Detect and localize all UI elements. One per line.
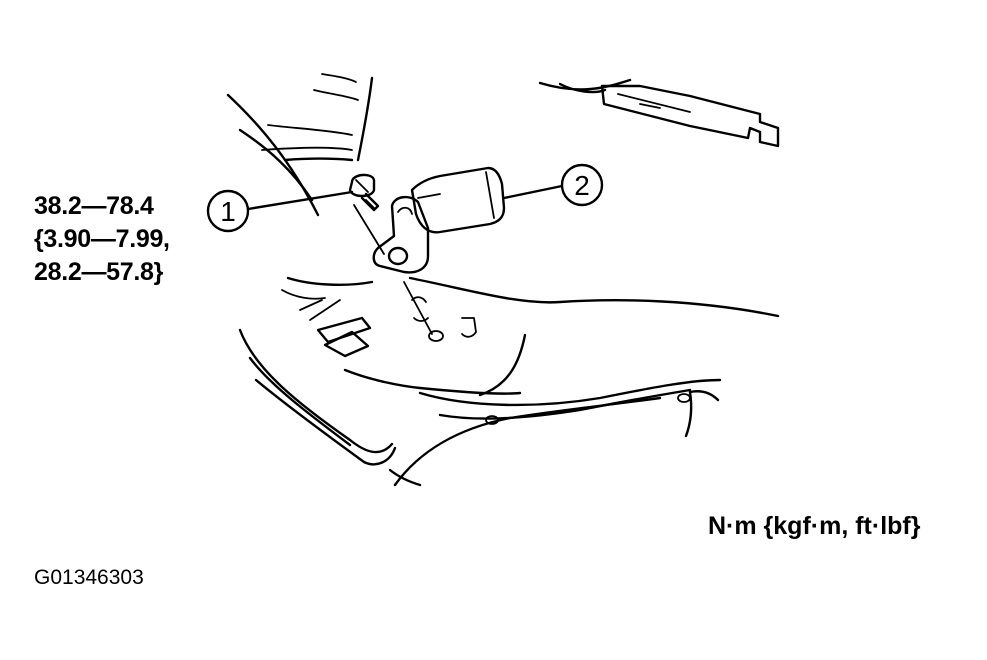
anchor-bolt [348, 173, 385, 255]
figure-id: G01346303 [34, 566, 144, 589]
callout-leaders [246, 184, 564, 211]
callout-2: 2 [560, 163, 604, 207]
callout-1-label: 1 [220, 196, 236, 227]
torque-ftlbf-value: 28.2—57.8} [34, 258, 164, 286]
torque-nm-value: 38.2—78.4 [34, 192, 154, 220]
callout-1: 1 [206, 189, 250, 233]
seat-belt-buckle [372, 166, 506, 274]
torque-specification: 38.2—78.4 {3.90—7.99, 28.2—57.8} [34, 190, 170, 289]
torque-units-label: N·m {kgf·m, ft·lbf} [708, 512, 921, 540]
callout-2-label: 2 [574, 170, 590, 201]
torque-kgfm-value: {3.90—7.99, [34, 225, 170, 253]
vehicle-body-outline [226, 73, 780, 487]
